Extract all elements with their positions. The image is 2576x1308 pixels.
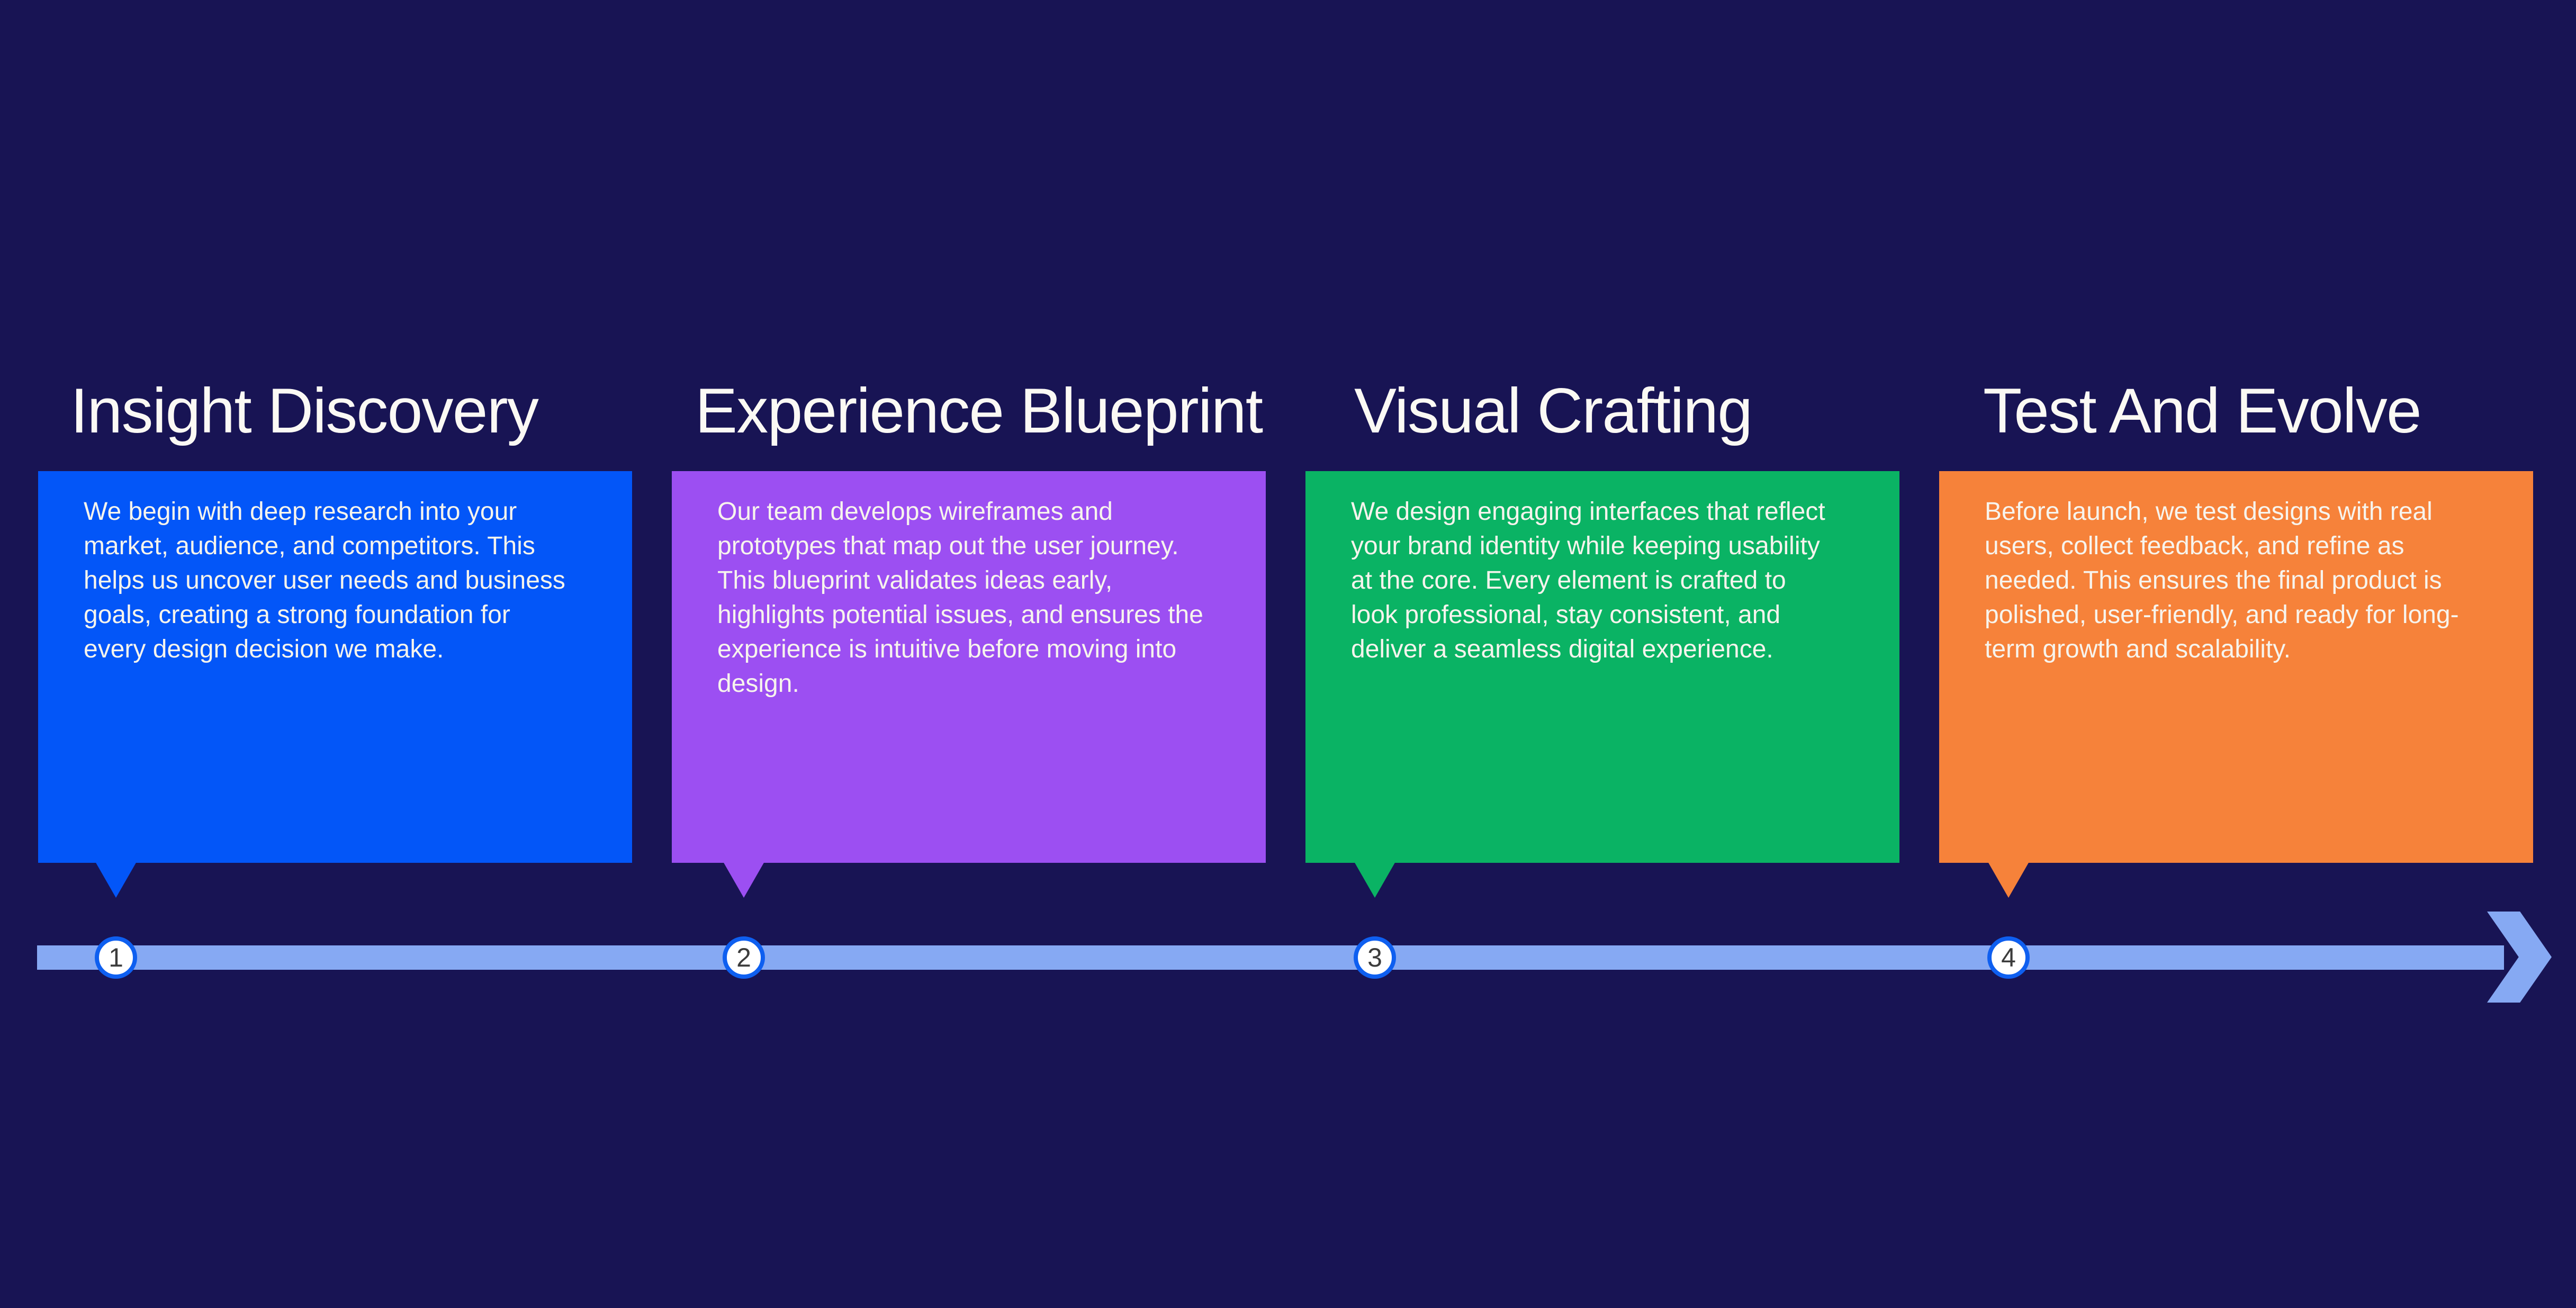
step-marker-4: 4 <box>1987 936 2030 979</box>
step-title-experience-blueprint: Experience Blueprint <box>695 375 1263 446</box>
card-pointer-icon <box>95 862 137 898</box>
timeline-bar <box>37 945 2504 970</box>
step-description: Our team develops wireframes and prototy… <box>717 498 1203 698</box>
step-card-visual-crafting: We design engaging interfaces that refle… <box>1305 471 1899 863</box>
step-card-experience-blueprint: Our team develops wireframes and prototy… <box>672 471 1266 863</box>
step-number: 1 <box>109 943 123 972</box>
step-title-insight-discovery: Insight Discovery <box>70 375 539 446</box>
step-title-test-and-evolve: Test And Evolve <box>1983 375 2422 446</box>
step-card-test-and-evolve: Before launch, we test designs with real… <box>1939 471 2533 863</box>
step-number: 2 <box>736 943 751 972</box>
step-title-visual-crafting: Visual Crafting <box>1354 375 1753 446</box>
step-marker-1: 1 <box>95 936 137 979</box>
step-description: We begin with deep research into your ma… <box>84 498 565 663</box>
step-number: 3 <box>1367 943 1382 972</box>
step-card-insight-discovery: We begin with deep research into your ma… <box>38 471 632 863</box>
card-pointer-icon <box>1354 862 1395 898</box>
step-description: We design engaging interfaces that refle… <box>1351 498 1825 663</box>
step-marker-2: 2 <box>723 936 765 979</box>
card-pointer-icon <box>723 862 764 898</box>
step-marker-3: 3 <box>1354 936 1396 979</box>
card-pointer-icon <box>1988 862 2029 898</box>
step-number: 4 <box>2001 943 2016 972</box>
step-description: Before launch, we test designs with real… <box>1985 498 2459 663</box>
